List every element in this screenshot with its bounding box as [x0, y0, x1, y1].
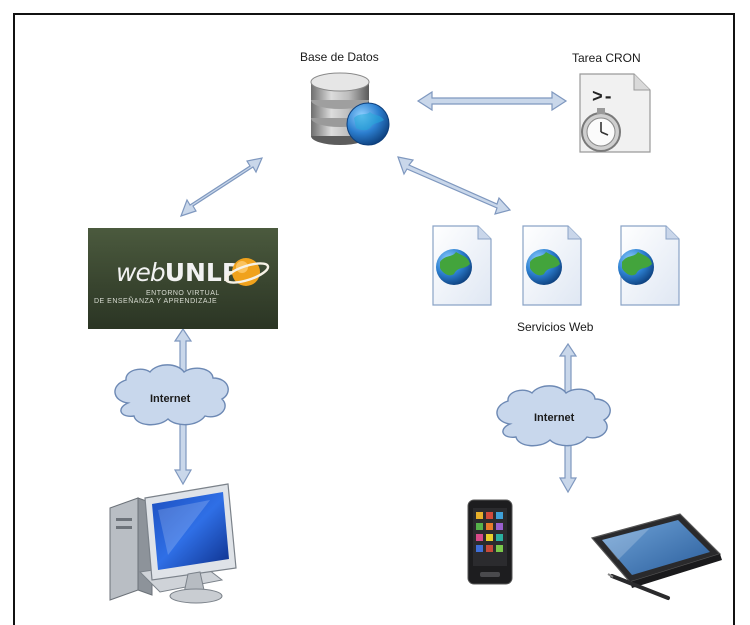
- database-label: Base de Datos: [300, 50, 379, 64]
- webservices-label: Servicios Web: [517, 320, 594, 334]
- arrow-db-webservices: [397, 156, 512, 215]
- diagram-frame: [13, 13, 735, 625]
- internet-cloud-right: [496, 385, 611, 447]
- webservice-doc-icon-1: [432, 225, 492, 306]
- webunlp-logo: webUNLP ENTORNO VIRTUAL DE ENSEÑANZA Y A…: [88, 228, 278, 329]
- terminal-prompt-glyph: >-: [592, 88, 614, 108]
- internet-right-label: Internet: [534, 412, 575, 424]
- webunlp-wordmark: webUNLP: [116, 258, 241, 287]
- desktop-computer-icon: [109, 483, 237, 604]
- arrow-db-webunlp: [179, 157, 264, 217]
- webunlp-orbit-icon: [224, 258, 270, 286]
- webunlp-tagline-line2: DE ENSEÑANZA Y APRENDIZAJE: [94, 298, 218, 305]
- webunlp-tagline-line1: ENTORNO VIRTUAL: [146, 290, 220, 297]
- webservice-doc-icon-3: [618, 225, 680, 306]
- smartphone-icon: [467, 499, 513, 585]
- cron-task-label: Tarea CRON: [572, 51, 641, 65]
- arrow-db-cron: [416, 90, 568, 112]
- database-icon: [310, 72, 390, 146]
- webservice-doc-icon-2: [522, 225, 582, 306]
- tablet-icon: [590, 513, 722, 600]
- internet-left-label: Internet: [150, 393, 191, 405]
- internet-cloud-left: [114, 364, 229, 426]
- cron-task-icon: >-: [579, 73, 651, 153]
